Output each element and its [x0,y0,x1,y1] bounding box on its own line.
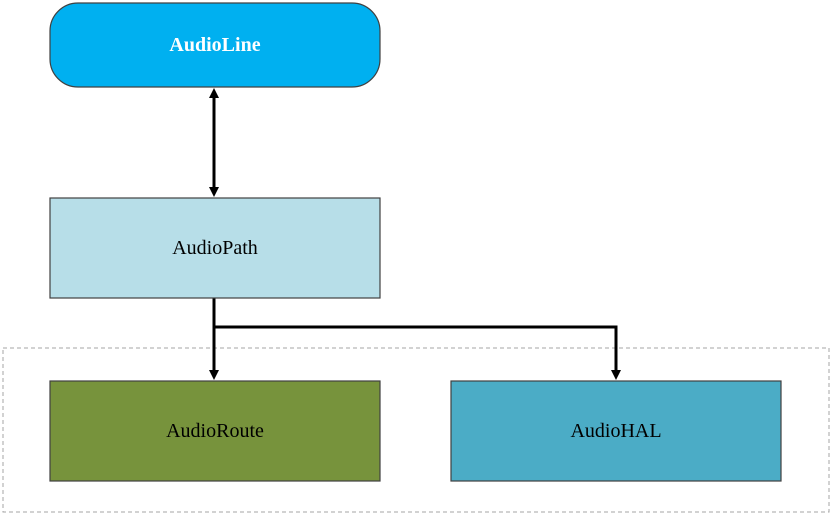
audio-path-box [49,197,381,299]
audio-hal-node[interactable]: AudioHAL [450,380,782,482]
audio-route-node[interactable]: AudioRoute [49,380,381,482]
audio-path-node[interactable]: AudioPath [49,197,381,299]
bottom-layer-group [2,347,830,513]
audio-route-label: AudioRoute [166,420,264,442]
audio-line-box [49,2,381,88]
audio-route-box [49,380,381,482]
audio-line-label: AudioLine [169,34,260,56]
audio-hal-box [450,380,782,482]
audio-path-label: AudioPath [172,237,258,259]
audio-line-node[interactable]: AudioLine [49,2,381,88]
path-hal-connector [214,325,621,380]
audio-hal-label: AudioHAL [570,420,661,442]
